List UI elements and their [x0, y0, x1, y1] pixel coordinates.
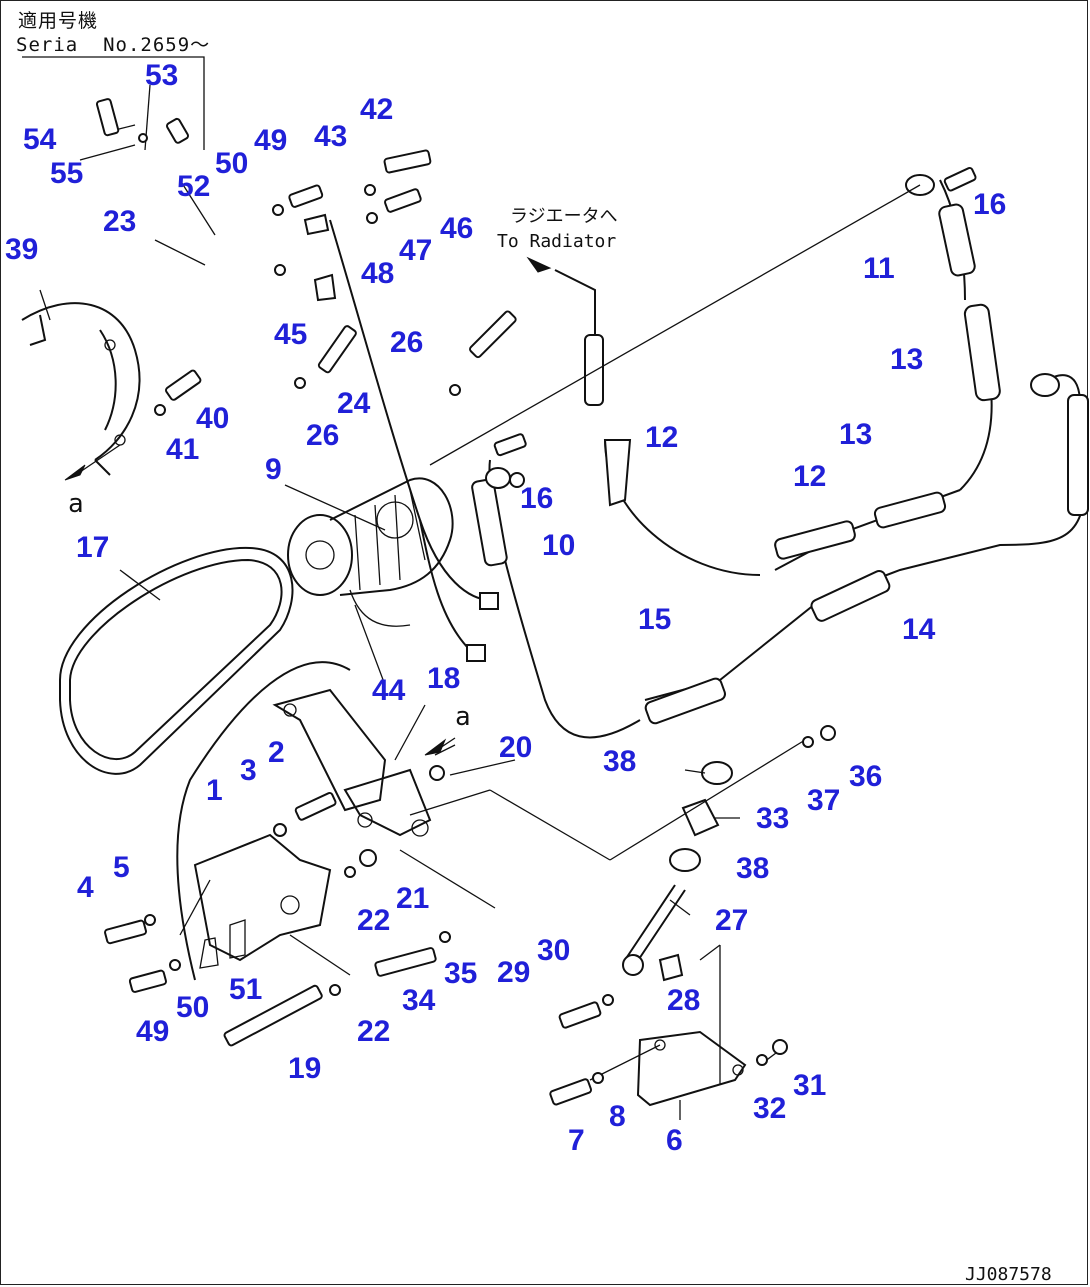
- belt-guard-part: [21, 302, 141, 476]
- serial-number-label: Seria No.2659～: [16, 30, 210, 57]
- callout-20: 20: [499, 731, 532, 764]
- adjuster-plate-part: [636, 1030, 747, 1107]
- callout-16-b: 16: [520, 482, 553, 515]
- callout-51: 51: [229, 973, 262, 1006]
- callout-16-a: 16: [973, 188, 1006, 221]
- callout-10: 10: [542, 529, 575, 562]
- callout-52: 52: [177, 170, 210, 203]
- callout-45: 45: [274, 318, 307, 351]
- callout-numbers: 1 2 3 4 5 6 7 8 9 10 11 12 12 13 13 14 1…: [5, 59, 1006, 1157]
- callout-17: 17: [76, 531, 109, 564]
- callout-12-a: 12: [645, 421, 678, 454]
- callout-21: 21: [396, 882, 429, 915]
- callout-38-b: 38: [736, 852, 769, 885]
- callout-13-a: 13: [890, 343, 923, 376]
- callout-11: 11: [863, 252, 895, 285]
- callout-22-a: 22: [357, 904, 390, 937]
- callout-14: 14: [902, 613, 936, 646]
- callout-34: 34: [402, 984, 436, 1017]
- callout-40: 40: [196, 402, 229, 435]
- callout-5: 5: [113, 851, 130, 884]
- ref-letter-a-right: a: [455, 702, 471, 732]
- callout-33: 33: [756, 802, 789, 835]
- callout-39: 39: [5, 233, 38, 266]
- callout-24: 24: [337, 387, 371, 420]
- callout-2: 2: [268, 736, 285, 769]
- compressor-part: [287, 477, 454, 596]
- callout-43: 43: [314, 120, 347, 153]
- callout-4: 4: [77, 871, 94, 904]
- fan-belt-part: [59, 546, 294, 775]
- callout-38-a: 38: [603, 745, 636, 778]
- bracket-plate-part: [193, 833, 332, 969]
- callout-41: 41: [166, 433, 199, 466]
- callout-22-b: 22: [357, 1015, 390, 1048]
- callout-53: 53: [145, 59, 178, 92]
- ref-letter-a-left: a: [68, 489, 84, 519]
- callout-55: 55: [50, 157, 83, 190]
- callout-46: 46: [440, 212, 473, 245]
- callout-28: 28: [667, 984, 700, 1017]
- mounting-bracket-part: [272, 688, 432, 837]
- callout-19: 19: [288, 1052, 321, 1085]
- drawing-code: JJ087578: [965, 1264, 1052, 1285]
- callout-31: 31: [793, 1069, 826, 1102]
- callout-6: 6: [666, 1124, 683, 1157]
- radiator-note-jp: ラジエータへ: [510, 206, 618, 227]
- callout-42: 42: [360, 93, 393, 126]
- leader-lines: [39, 84, 921, 1120]
- callout-30: 30: [537, 934, 570, 967]
- callout-37: 37: [807, 784, 840, 817]
- callout-44: 44: [372, 674, 406, 707]
- callout-26-a: 26: [390, 326, 423, 359]
- callout-23: 23: [103, 205, 136, 238]
- direction-arrows: [64, 256, 552, 756]
- callout-8: 8: [609, 1100, 626, 1133]
- callout-36: 36: [849, 760, 882, 793]
- callout-15: 15: [638, 603, 671, 636]
- callout-49-a: 49: [254, 124, 287, 157]
- wiring-harness-part: [329, 219, 499, 662]
- serial-prefix: Seria: [16, 34, 79, 56]
- callout-26-b: 26: [306, 419, 339, 452]
- applicable-models-label: 適用号機: [18, 10, 99, 32]
- callout-9: 9: [265, 453, 282, 486]
- callout-3: 3: [240, 754, 257, 787]
- fasteners: [95, 98, 977, 1106]
- callout-12-b: 12: [793, 460, 826, 493]
- callout-47: 47: [399, 234, 432, 267]
- callout-18: 18: [427, 662, 460, 695]
- callout-50-b: 50: [176, 991, 209, 1024]
- callout-1: 1: [206, 774, 223, 807]
- callout-49-b: 49: [136, 1015, 169, 1048]
- callout-35: 35: [444, 957, 477, 990]
- refrigerant-hoses: [176, 174, 1089, 981]
- callout-54: 54: [23, 123, 57, 156]
- radiator-note-en: To Radiator: [497, 231, 616, 252]
- callout-32: 32: [753, 1092, 786, 1125]
- serial-number: No.2659～: [103, 34, 211, 56]
- group-bracket: [22, 56, 205, 150]
- adjusting-bolt-part: [622, 761, 733, 982]
- callout-29: 29: [497, 956, 530, 989]
- callout-48: 48: [361, 257, 394, 290]
- callout-7: 7: [568, 1124, 585, 1157]
- callout-27: 27: [715, 904, 748, 937]
- callout-13-b: 13: [839, 418, 872, 451]
- callout-50-a: 50: [215, 147, 248, 180]
